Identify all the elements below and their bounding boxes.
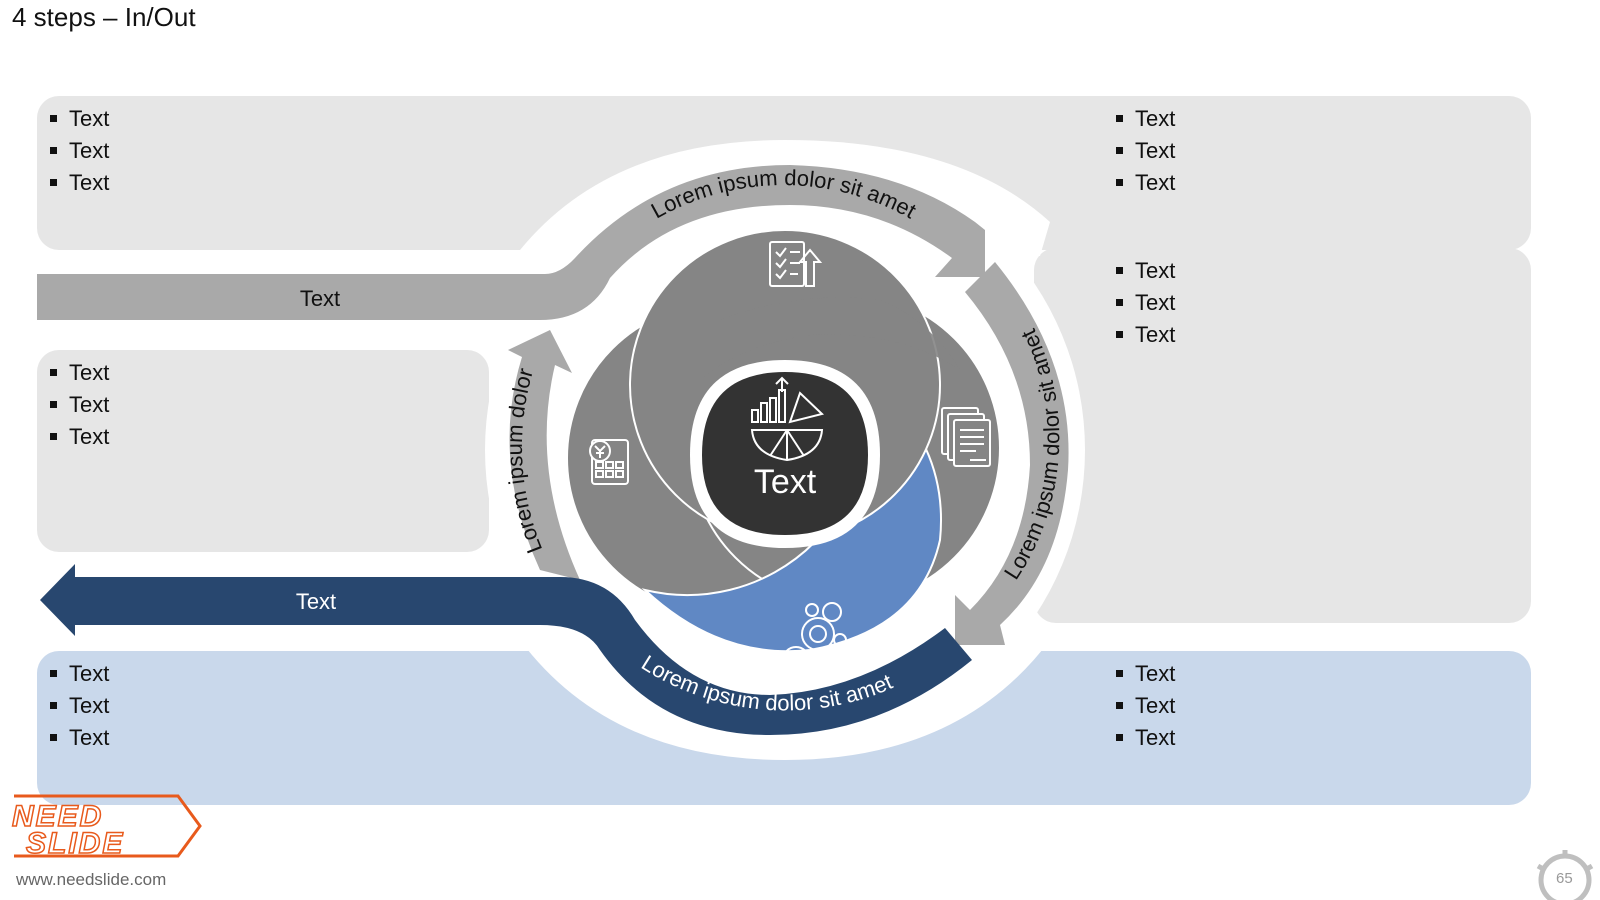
input-arrow-band	[37, 165, 985, 320]
bullet-item: Text	[1115, 287, 1175, 319]
panel-middle-left	[37, 350, 489, 552]
bullets-bottom-right: Text Text Text	[1115, 658, 1175, 754]
bullets-top-left: Text Text Text	[49, 103, 109, 199]
bullet-item: Text	[49, 389, 109, 421]
bullet-item: Text	[1115, 690, 1175, 722]
bullet-item: Text	[1115, 255, 1175, 287]
bullet-item: Text	[49, 690, 109, 722]
bullet-item: Text	[49, 658, 109, 690]
input-arrow-label: Text	[300, 286, 340, 311]
bullet-item: Text	[49, 421, 109, 453]
gear-page-icon	[1536, 850, 1594, 900]
logo-line-1: NEED	[12, 800, 103, 833]
panel-middle-right	[1034, 248, 1531, 623]
center-core	[702, 372, 868, 535]
page-number: 65	[1556, 870, 1573, 887]
bullets-top-right: Text Text Text	[1115, 103, 1175, 199]
bullet-item: Text	[1115, 319, 1175, 351]
bullet-item: Text	[49, 135, 109, 167]
documents-icon	[941, 407, 991, 467]
left-arc-arrow	[508, 330, 580, 580]
bullet-item: Text	[49, 103, 109, 135]
right-arc-arrow	[955, 262, 1069, 645]
bullets-bottom-left: Text Text Text	[49, 658, 109, 754]
center-label: Text	[754, 463, 817, 501]
chart-icon	[750, 376, 825, 462]
logo-line-2: SLIDE	[26, 827, 124, 860]
calculator-yen-icon	[589, 439, 629, 485]
bullet-item: Text	[1115, 722, 1175, 754]
output-arrow-label: Text	[296, 589, 336, 614]
bullet-item: Text	[49, 722, 109, 754]
bullets-middle-right: Text Text Text	[1115, 255, 1175, 351]
gears-icon	[782, 602, 847, 674]
website-url: www.needslide.com	[16, 870, 167, 889]
needslide-logo: NEED SLIDE	[11, 794, 202, 861]
bullet-item: Text	[49, 357, 109, 389]
ring-top-fold	[700, 297, 960, 380]
bullet-item: Text	[1115, 103, 1175, 135]
bullet-item: Text	[49, 167, 109, 199]
bullet-item: Text	[1115, 658, 1175, 690]
checklist-upload-icon	[769, 241, 823, 287]
bullets-middle-left: Text Text Text	[49, 357, 109, 453]
bullet-item: Text	[1115, 167, 1175, 199]
bullet-item: Text	[1115, 135, 1175, 167]
slide-title: 4 steps – In/Out	[12, 2, 196, 32]
output-arrow-band	[40, 564, 972, 735]
